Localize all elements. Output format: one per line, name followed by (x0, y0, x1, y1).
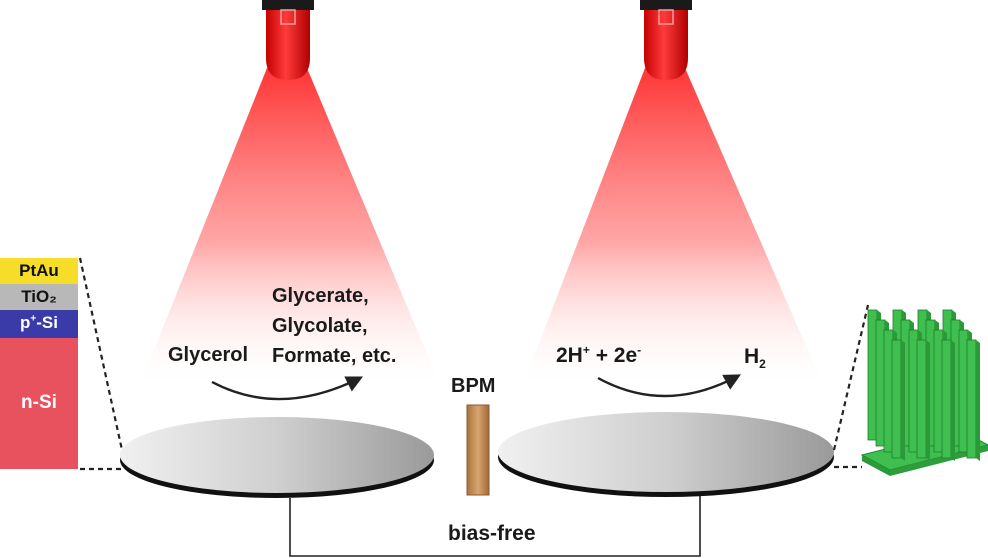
ptau-label: PtAu (19, 261, 59, 280)
bias-free-label: bias-free (448, 522, 536, 545)
nsi-layer (0, 338, 78, 469)
psi-label: p+-Si (20, 313, 58, 332)
product-label-3: Formate, etc. (272, 345, 397, 367)
nanowire-pillar (966, 339, 977, 459)
anode-reaction-arrow (211, 376, 364, 401)
nanowire-pillar (891, 339, 902, 459)
reactant-label: Glycerol (168, 344, 249, 366)
cathode-reaction-arrow (597, 374, 741, 398)
nsi-label: n-Si (21, 392, 57, 413)
product-label-2: Glycolate, (272, 315, 368, 337)
ptau-layer (0, 258, 78, 284)
left-light-beam (140, 68, 440, 385)
tio2-layer (0, 284, 78, 310)
left-zoom-line-top (78, 257, 124, 451)
nanowire-array-icon (860, 309, 988, 476)
external-circuit-wire (289, 490, 701, 557)
tio2-label: TiO₂ (21, 287, 57, 306)
bpm-membrane (466, 404, 490, 496)
photoanode-disk (120, 417, 434, 498)
nanowire-pillar (941, 339, 952, 459)
bpm-label: BPM (451, 375, 496, 397)
product-label-1: Glycerate, (272, 285, 369, 307)
right-light-beam (523, 68, 823, 385)
nanowire-pillar (916, 339, 927, 459)
hydrogen-product-label: H2 (744, 345, 766, 372)
photocathode-disk (498, 412, 834, 497)
cathode-reactant-label: 2H+ + 2e- (556, 343, 642, 367)
right-zoom-line-top (832, 304, 870, 451)
right-lamp-icon (640, 0, 692, 80)
photoanode-layer-stack (0, 258, 78, 469)
psi-layer (0, 310, 78, 338)
left-lamp-icon (262, 0, 314, 80)
